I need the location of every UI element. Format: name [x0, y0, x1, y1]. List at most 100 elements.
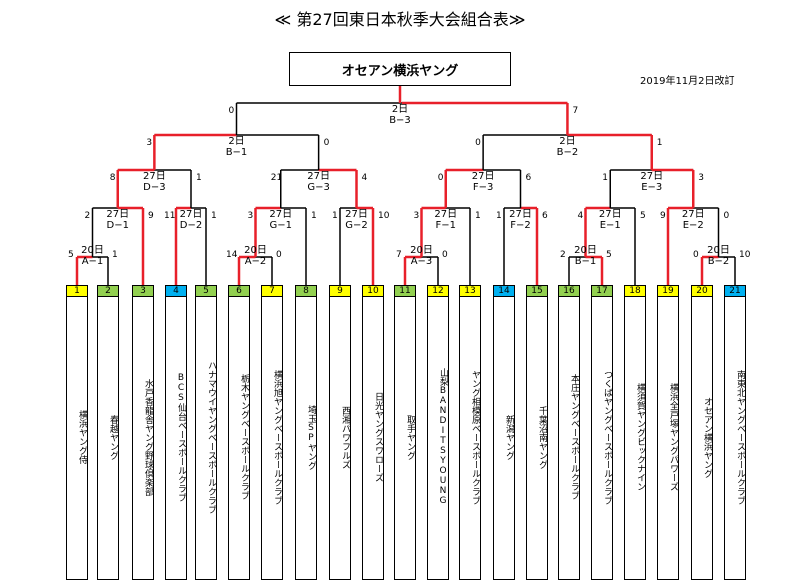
team-name: 横浜全戸塚ヤングパワーズ — [668, 383, 678, 491]
score: 9 — [660, 211, 666, 221]
match-code: A−3 — [410, 256, 433, 267]
match-code: G−2 — [345, 220, 368, 231]
match-code: D−3 — [143, 182, 166, 193]
score: 10 — [378, 211, 390, 221]
match-code: E−2 — [682, 220, 704, 231]
team-number: 9 — [330, 286, 350, 297]
team-number: 8 — [296, 286, 316, 297]
team-name: 埼玉SPヤング — [306, 404, 316, 470]
score: 11 — [164, 211, 176, 221]
team-name: 日光ヤングスワローズ — [373, 392, 383, 482]
score: 3 — [413, 211, 420, 221]
score: 1 — [311, 211, 317, 221]
page-title: ≪ 第27回東日本秋季大会組合表≫ — [274, 10, 526, 29]
score: 3 — [247, 211, 254, 221]
match-code: B−2 — [556, 147, 579, 158]
score: 1 — [656, 138, 663, 148]
team-number: 7 — [262, 286, 282, 297]
team-number: 12 — [428, 286, 448, 297]
match-code: D−1 — [106, 220, 129, 231]
match-date: 27日 — [640, 171, 664, 182]
score: 0 — [323, 138, 330, 148]
revision-date: 2019年11月2日改訂 — [640, 76, 735, 87]
score: 1 — [211, 211, 217, 221]
score: 7 — [572, 106, 579, 116]
team-name: オセアン横浜ヤング — [702, 396, 712, 478]
team-number: 11 — [395, 286, 415, 297]
team-name: ハナマウイヤングベースボールクラブ — [206, 360, 216, 514]
team-name: 春越ヤング — [108, 414, 118, 460]
team-column: 10 日光ヤングスワローズ — [362, 285, 384, 580]
match-date: 27日 — [681, 209, 705, 220]
score: 2 — [84, 211, 91, 221]
match-date: 27日 — [434, 209, 458, 220]
score: 3 — [146, 138, 153, 148]
match-date: 20日 — [707, 245, 730, 256]
match-date: 27日 — [345, 209, 368, 220]
score: 0 — [723, 211, 730, 221]
score: 1 — [112, 250, 118, 260]
team-number: 18 — [625, 286, 645, 297]
match-date: 20日 — [574, 245, 597, 256]
score: 5 — [68, 250, 74, 260]
team-name: 新潟ヤング — [504, 414, 514, 460]
team-name: つくばヤングベースボールクラブ — [602, 369, 612, 505]
match-date: 2日 — [228, 136, 245, 147]
match-code: D−2 — [179, 220, 203, 231]
team-number: 3 — [133, 286, 153, 297]
match-code: E−3 — [641, 182, 663, 193]
score: 0 — [276, 250, 282, 260]
score: 1 — [602, 173, 608, 183]
team-name: 本庄ヤングベースボールクラブ — [569, 374, 579, 500]
score: 0 — [228, 106, 235, 116]
match-code: F−2 — [510, 220, 531, 231]
team-column: 5 ハナマウイヤングベースボールクラブ — [195, 285, 217, 580]
score: 1 — [196, 173, 202, 183]
match-code: B−2 — [707, 256, 730, 267]
score: 1 — [496, 211, 502, 221]
score: 5 — [606, 250, 612, 260]
match-code: A−1 — [81, 256, 104, 267]
team-name: 山梨BANDITSYOUNG — [438, 368, 448, 506]
score: 5 — [640, 211, 646, 221]
team-name: ヤング相模原ベースボールクラブ — [470, 369, 480, 505]
team-number: 4 — [166, 286, 186, 297]
team-number: 10 — [363, 286, 383, 297]
match-date: 20日 — [244, 245, 267, 256]
team-number: 5 — [196, 286, 216, 297]
score: 6 — [542, 211, 548, 221]
match-date: 2日 — [559, 136, 576, 147]
score: 0 — [475, 138, 481, 148]
match-date: 2日 — [391, 104, 409, 115]
match-date: 20日 — [410, 245, 433, 256]
team-name: 横浜ヤング侍 — [77, 410, 87, 464]
score: 0 — [442, 250, 448, 260]
